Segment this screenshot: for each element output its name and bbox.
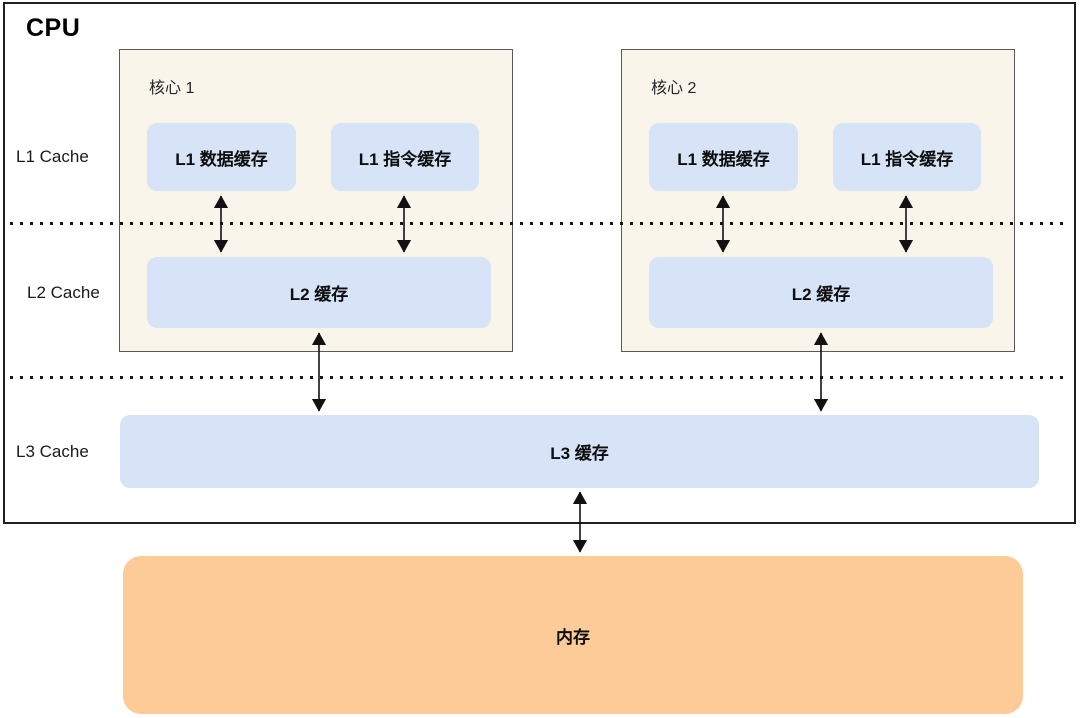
- core1-l1-data-cache-box: L1 数据缓存: [147, 123, 296, 191]
- core1-box: 核心 1 L1 数据缓存 L1 指令缓存 L2 缓存: [119, 49, 513, 352]
- l3-cache-box: L3 缓存: [120, 415, 1039, 488]
- core2-box: 核心 2 L1 数据缓存 L1 指令缓存 L2 缓存: [621, 49, 1015, 352]
- core2-l1-instruction-cache-box: L1 指令缓存: [833, 123, 981, 191]
- memory-box: 内存: [123, 556, 1023, 714]
- label-l3-cache: L3 Cache: [16, 442, 89, 461]
- core1-title: 核心 1: [149, 80, 195, 97]
- label-l2-cache: L2 Cache: [27, 283, 100, 302]
- core1-l1-instruction-cache-box: L1 指令缓存: [331, 123, 479, 191]
- core1-l2-cache-box: L2 缓存: [147, 257, 491, 328]
- separator-l2-l3: [10, 376, 1070, 379]
- separator-l1-l2: [10, 222, 1070, 225]
- core2-l1-data-cache-box: L1 数据缓存: [649, 123, 798, 191]
- core2-title: 核心 2: [651, 80, 697, 97]
- core2-l2-cache-box: L2 缓存: [649, 257, 993, 328]
- cpu-title: CPU: [26, 14, 81, 42]
- label-l1-cache: L1 Cache: [16, 147, 89, 166]
